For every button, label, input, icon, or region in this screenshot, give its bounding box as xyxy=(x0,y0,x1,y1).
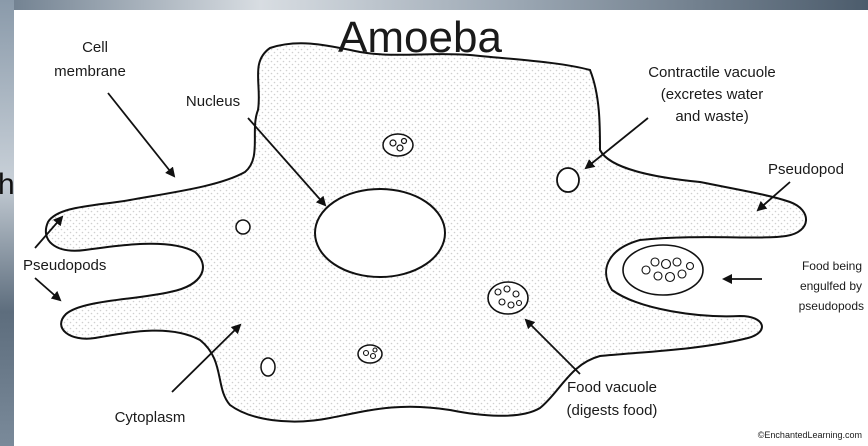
label-contractile-line2: (excretes water xyxy=(661,86,764,103)
label-cell-membrane-line2: membrane xyxy=(54,63,126,80)
label-food-engulfed-line1: Food being xyxy=(802,259,862,273)
food-vacuole-top xyxy=(383,134,413,156)
contractile-vacuole-shape xyxy=(557,168,579,192)
diagram-title: Amoeba xyxy=(338,13,502,62)
label-pseudopods: Pseudopods xyxy=(23,257,106,274)
label-cell-membrane-line1: Cell xyxy=(82,39,108,56)
food-being-engulfed xyxy=(623,245,703,295)
small-vacuole-left xyxy=(236,220,250,234)
food-vacuole-bottom xyxy=(358,345,382,363)
food-vacuole-digesting xyxy=(488,282,528,314)
small-vacuole-bottom xyxy=(261,358,275,376)
label-food-vacuole-line2: (digests food) xyxy=(567,402,658,419)
label-contractile-line3: and waste) xyxy=(675,108,748,125)
label-contractile-line1: Contractile vacuole xyxy=(648,64,776,81)
label-pseudopod: Pseudopod xyxy=(768,161,844,178)
label-cytoplasm: Cytoplasm xyxy=(115,409,186,426)
arrow-pseudopods-lower xyxy=(35,278,60,300)
label-food-vacuole-line1: Food vacuole xyxy=(567,379,657,396)
label-nucleus: Nucleus xyxy=(186,93,240,110)
nucleus-shape xyxy=(315,189,445,277)
arrow-cell-membrane xyxy=(108,93,174,176)
credit-text: ©EnchantedLearning.com xyxy=(758,430,862,440)
label-food-engulfed-line2: engulfed by xyxy=(800,279,862,293)
label-food-engulfed-line3: pseudopods xyxy=(799,299,864,313)
